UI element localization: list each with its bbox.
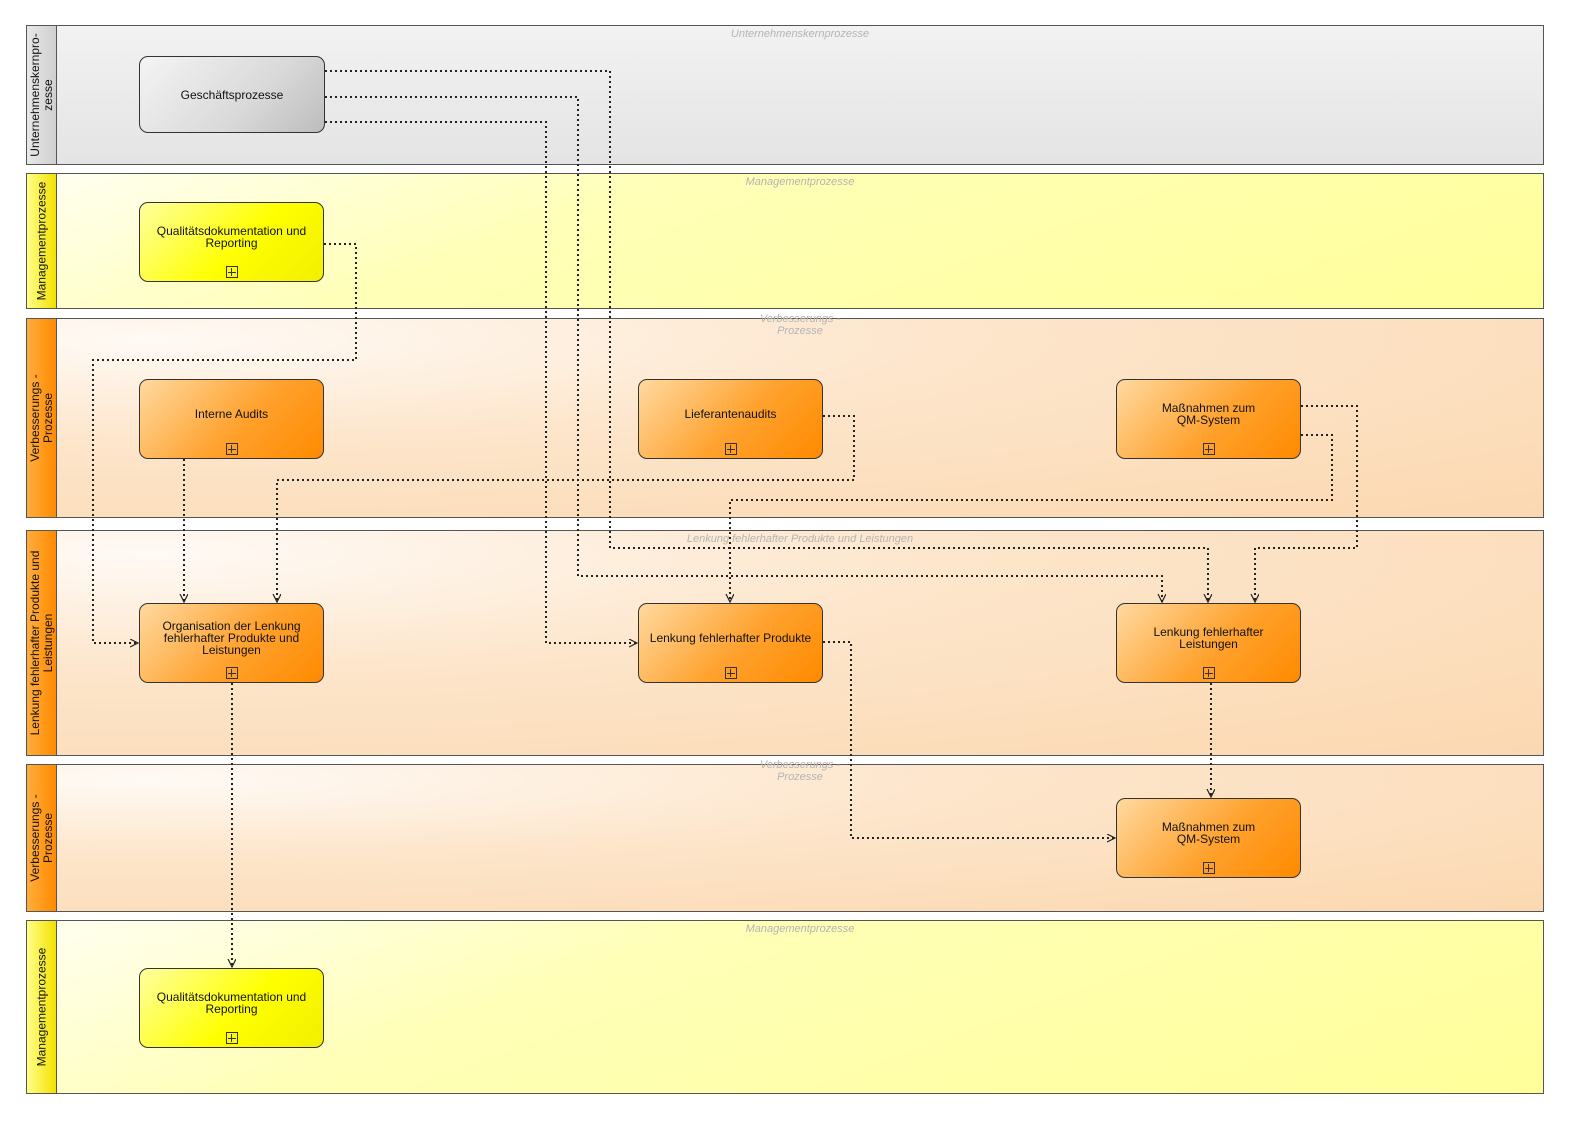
task-label: Organisation der Lenkung fehlerhafter Pr…	[162, 619, 301, 657]
expand-subprocess-icon[interactable]	[1202, 667, 1215, 679]
expand-subprocess-icon[interactable]	[1202, 443, 1215, 455]
task-lenkung-fehlerhafter-produkte[interactable]: Lenkung fehlerhafter Produkte	[638, 603, 823, 683]
task-label: Lenkung fehlerhafter Produkte	[649, 631, 812, 645]
task-label: Maßnahmen zum QM-System	[1161, 401, 1256, 427]
lane-header[interactable]: Managementprozesse	[27, 921, 57, 1093]
expand-subprocess-icon[interactable]	[1202, 862, 1215, 874]
connector-lenkung-produkte-to-massnahmen[interactable]	[823, 641, 1115, 838]
task-organisation-lenkung[interactable]: Organisation der Lenkung fehlerhafter Pr…	[139, 603, 324, 683]
lane-header[interactable]: Unternehmenskernpro- zesse	[27, 26, 57, 164]
lane-label: Managementprozesse	[34, 947, 48, 1067]
lane-label: Verbesserungs - Prozesse	[27, 374, 55, 462]
lane-watermark: Verbesserungs - Prozesse	[759, 759, 841, 783]
task-qualitaetsdokumentation[interactable]: Qualitätsdokumentation und Reporting	[139, 968, 324, 1048]
task-label: Qualitätsdokumentation und Reporting	[156, 224, 307, 250]
task-label: Lieferantenaudits	[684, 407, 777, 421]
lane-watermark: Verbesserungs - Prozesse	[759, 313, 841, 337]
lane-header[interactable]: Lenkung fehlerhafter Produkte und Leistu…	[27, 531, 57, 755]
lane-label: Managementprozesse	[34, 181, 48, 301]
expand-subprocess-icon[interactable]	[724, 667, 737, 679]
lane-header[interactable]: Managementprozesse	[27, 174, 57, 308]
expand-subprocess-icon[interactable]	[225, 443, 238, 455]
task-qualitaetsdokumentation[interactable]: Qualitätsdokumentation und Reporting	[139, 202, 324, 282]
task-geschaeftsprozesse[interactable]: Geschäftsprozesse	[139, 56, 325, 133]
task-label: Maßnahmen zum QM-System	[1161, 820, 1256, 846]
connector-qualitaetsdoku-to-organisation[interactable]	[92, 243, 357, 643]
task-label: Qualitätsdokumentation und Reporting	[156, 990, 307, 1016]
lane-watermark: Managementprozesse	[745, 176, 855, 188]
task-massnahmen-qm-system[interactable]: Maßnahmen zum QM-System	[1116, 379, 1301, 459]
task-massnahmen-qm-system[interactable]: Maßnahmen zum QM-System	[1116, 798, 1301, 878]
lane-watermark: Lenkung fehlerhafter Produkte und Leistu…	[686, 533, 914, 545]
task-interne-audits[interactable]: Interne Audits	[139, 379, 324, 459]
task-lieferantenaudits[interactable]: Lieferantenaudits	[638, 379, 823, 459]
lane-verbesserungsprozesse: Verbesserungs - Prozesse Verbesserungs -…	[26, 759, 1544, 912]
lane-label: Lenkung fehlerhafter Produkte und Leistu…	[27, 550, 55, 736]
expand-subprocess-icon[interactable]	[724, 443, 737, 455]
lane-label: Verbesserungs - Prozesse	[27, 794, 55, 882]
expand-subprocess-icon[interactable]	[225, 1032, 238, 1044]
connector-geschaeftsprozesse-to-lenkung-leistungen[interactable]	[325, 96, 1162, 602]
connector-geschaeftsprozesse-to-lenkung-leistungen[interactable]	[325, 70, 1208, 602]
connector-massnahmen-to-lenkung-produkte[interactable]	[730, 434, 1333, 602]
expand-subprocess-icon[interactable]	[225, 667, 238, 679]
task-label: Interne Audits	[194, 407, 269, 421]
lane-watermark: Unternehmenskernprozesse	[730, 28, 870, 40]
connector-lieferantenaudits-to-organisation[interactable]	[277, 415, 855, 602]
lane-header[interactable]: Verbesserungs - Prozesse	[27, 319, 57, 517]
lane-header[interactable]: Verbesserungs - Prozesse	[27, 765, 57, 911]
lane-watermark: Managementprozesse	[745, 923, 855, 935]
task-lenkung-fehlerhafter-leistungen[interactable]: Lenkung fehlerhafter Leistungen	[1116, 603, 1301, 683]
task-label: Lenkung fehlerhafter Leistungen	[1153, 625, 1264, 651]
lane-label: Unternehmenskernpro- zesse	[27, 33, 55, 157]
connector-geschaeftsprozesse-to-lenkung-produkte[interactable]	[325, 121, 637, 643]
expand-subprocess-icon[interactable]	[225, 266, 238, 278]
task-label: Geschäftsprozesse	[180, 87, 284, 102]
